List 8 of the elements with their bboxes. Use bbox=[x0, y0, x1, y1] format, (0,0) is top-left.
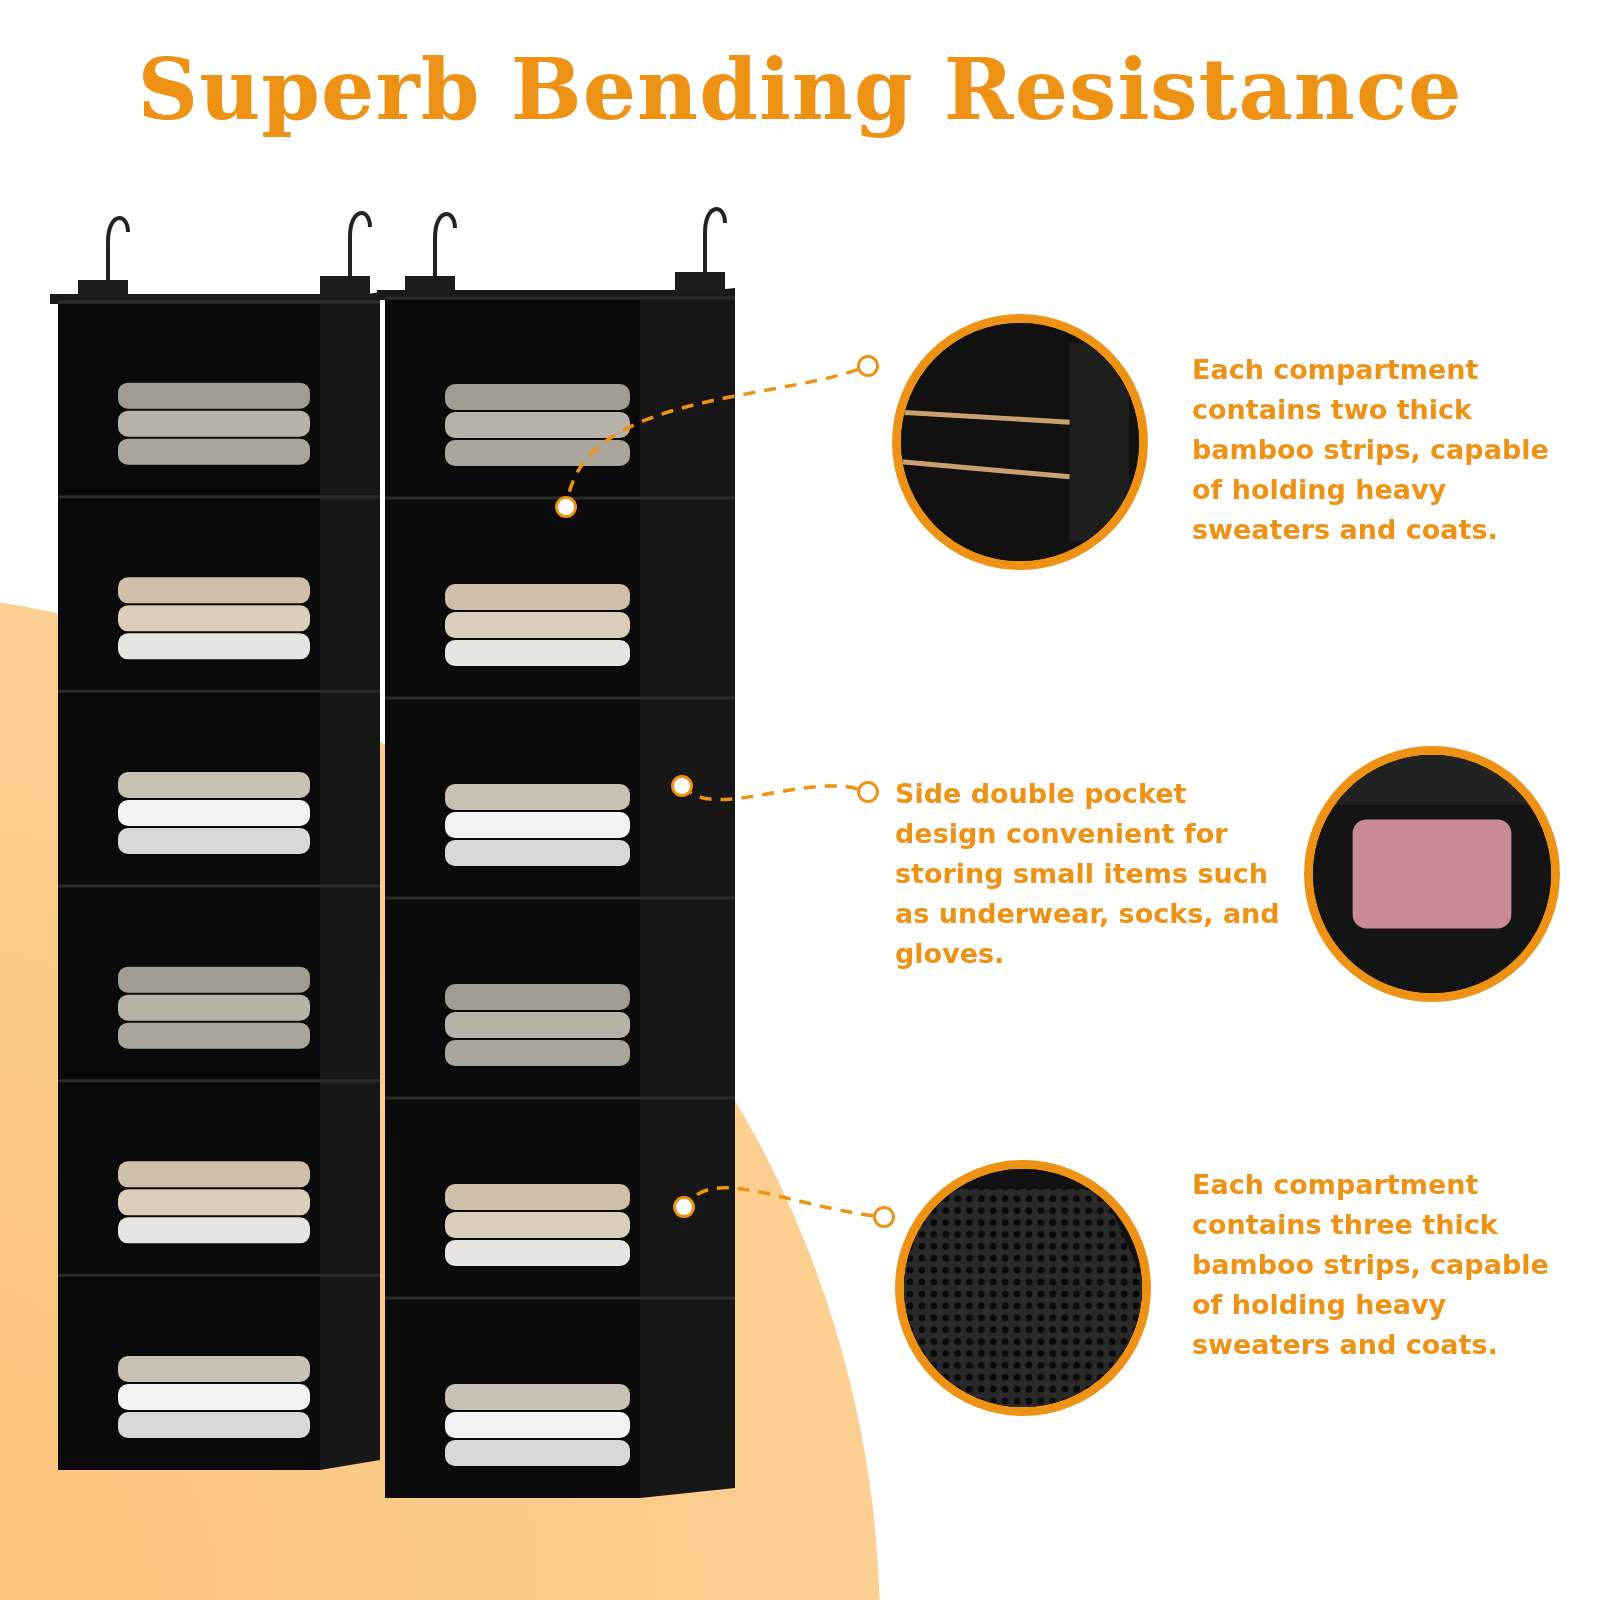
leader-dot bbox=[857, 781, 879, 803]
callout-text: Each compartment contains three thick bamboo strips, capable of holding heavy sweaters and coats. bbox=[1192, 1165, 1577, 1425]
callout-text: Each compartment contains two thick bamboo strips, capable of holding heavy sweaters and coats. bbox=[1192, 350, 1577, 560]
title: Superb Bending Resistance bbox=[136, 40, 1464, 139]
leader-line bbox=[689, 784, 858, 802]
leader-dot bbox=[873, 1206, 895, 1228]
leader-dot bbox=[857, 355, 879, 377]
callout-text: Side double pocket design convenient for storing small items such as underwear, socks, and gloves. bbox=[895, 774, 1295, 984]
